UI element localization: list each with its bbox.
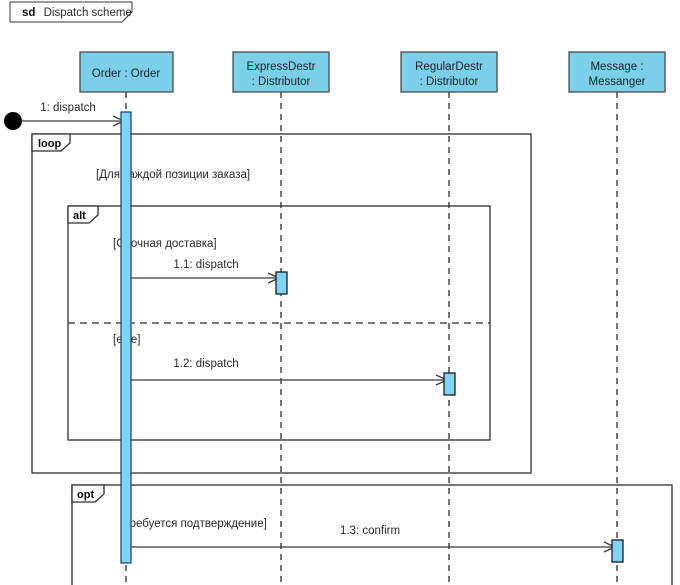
- message-1-label: 1: dispatch: [40, 102, 96, 114]
- lifeline-head-regular[interactable]: RegularDestr : Distributor: [400, 51, 498, 93]
- message-1-2-dispatch[interactable]: 1.2: dispatch: [131, 358, 449, 386]
- lifeline-head-regular-label-2: : Distributor: [420, 76, 479, 88]
- activation-bar-express[interactable]: [275, 271, 288, 295]
- found-message-origin-dot: [4, 112, 22, 130]
- fragment-loop[interactable]: loop [Для каждой позиции заказа]: [31, 133, 532, 474]
- fragment-alt-guard-first: [Срочная доставка]: [113, 238, 217, 250]
- lifeline-head-order[interactable]: Order : Order: [79, 51, 174, 93]
- fragment-opt-tag-shape: [71, 484, 105, 503]
- message-1-1-label: 1.1: dispatch: [173, 259, 238, 271]
- fragment-alt-tag-label: alt: [73, 210, 86, 222]
- message-1-2-label: 1.2: dispatch: [173, 358, 238, 370]
- diagram-frame-title: sd Dispatch scheme: [9, 1, 133, 23]
- fragment-loop-border: [31, 133, 532, 474]
- frame-title-text: sd Dispatch scheme: [22, 7, 132, 19]
- fragment-opt-border: [71, 484, 673, 585]
- lifeline-head-regular-label-1: RegularDestr: [415, 61, 483, 73]
- fragment-alt-tag-shape: [67, 205, 99, 224]
- message-1-dispatch[interactable]: 1: dispatch: [13, 102, 126, 127]
- fragment-opt-guard: [Требуется подтверждение]: [120, 518, 267, 530]
- message-1-3-confirm[interactable]: 1.3: confirm: [131, 525, 617, 553]
- fragment-opt[interactable]: opt [Требуется подтверждение]: [71, 484, 673, 585]
- fragment-loop-tag-label: loop: [38, 138, 61, 150]
- fragment-loop-tag-shape: [31, 133, 71, 152]
- lifeline-head-express-box: [232, 51, 330, 93]
- lifeline-head-order-box: [79, 51, 174, 93]
- lifeline-head-messanger-label-1: Message :: [590, 61, 643, 73]
- activation-bar-messanger[interactable]: [611, 539, 624, 563]
- lifeline-head-messanger-label-2: Messanger: [589, 76, 646, 88]
- activation-bar-regular[interactable]: [443, 372, 456, 396]
- lifeline-head-order-label-1: Order : Order: [92, 68, 161, 80]
- lifeline-head-messanger-box: [568, 51, 666, 93]
- lifeline-head-express-label-1: ExpressDestr: [246, 61, 315, 73]
- fragment-loop-guard: [Для каждой позиции заказа]: [96, 169, 250, 181]
- frame-title-tab-shape: [9, 1, 133, 23]
- message-1-1-dispatch[interactable]: 1.1: dispatch: [131, 259, 281, 284]
- lifeline-lines-group: [125, 92, 618, 585]
- frame-name: Dispatch scheme: [44, 7, 132, 19]
- lifeline-head-express-label-2: : Distributor: [252, 76, 311, 88]
- lifeline-head-regular-box: [400, 51, 498, 93]
- lifeline-head-messanger[interactable]: Message : Messanger: [568, 51, 666, 93]
- fragment-opt-tag-label: opt: [77, 489, 94, 501]
- activation-bars-group: [120, 111, 624, 564]
- lifeline-head-express[interactable]: ExpressDestr : Distributor: [232, 51, 330, 93]
- frame-keyword: sd: [22, 7, 35, 19]
- activation-bar-order[interactable]: [120, 111, 132, 564]
- fragment-alt[interactable]: alt [Срочная доставка] [else]: [67, 205, 491, 441]
- message-1-3-label: 1.3: confirm: [340, 525, 400, 537]
